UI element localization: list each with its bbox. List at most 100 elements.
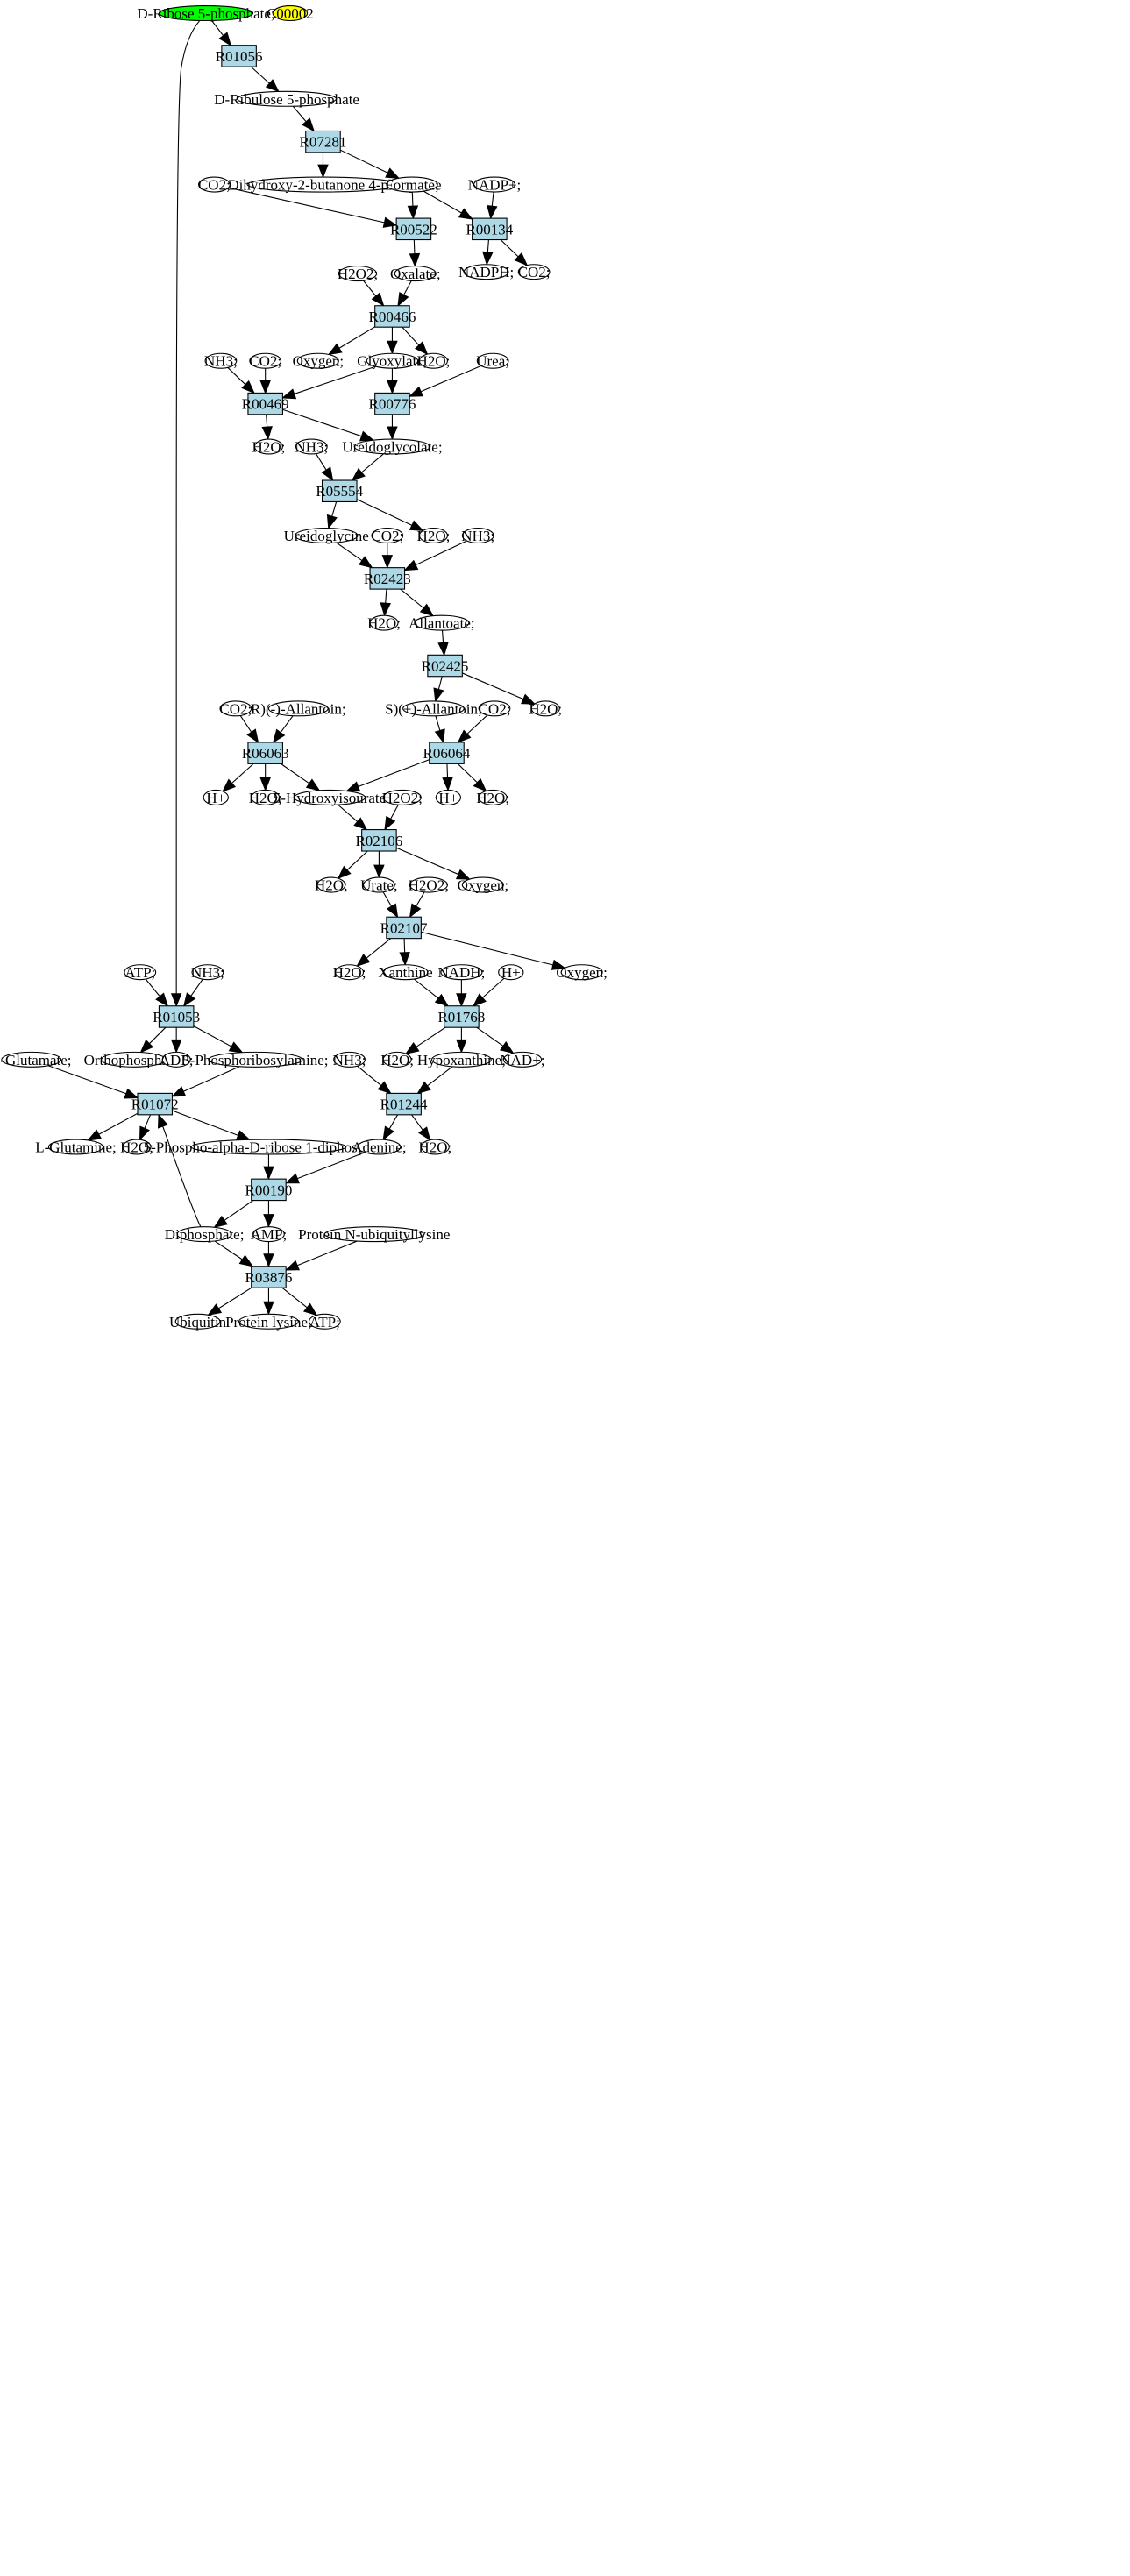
compound-node-c_urate[interactable]: Urate;	[360, 876, 398, 894]
reaction-box	[321, 479, 358, 503]
reaction-node-r_R07281[interactable]: R07281	[300, 130, 347, 153]
compound-node-c_atp_a[interactable]: ATP;	[124, 964, 157, 981]
compound-node-c_h2o2_a[interactable]: H2O2;	[338, 266, 378, 282]
compound-node-c_hplus_c[interactable]: H+	[498, 964, 524, 981]
compound-node-c_adenine[interactable]: Adenine;	[352, 1139, 407, 1155]
compound-node-c_5pra[interactable]: 5-Phosphoribosylamine;	[182, 1051, 329, 1068]
compound-node-c_co2_b[interactable]: CO2;	[518, 264, 551, 280]
compound-node-c_ureidoglycine[interactable]: Ureidoglycine	[284, 527, 369, 544]
reaction-node-r_R02425[interactable]: R02425	[422, 654, 469, 678]
compound-node-c_h2o_i[interactable]: H2O;	[333, 964, 366, 981]
compound-node-c_nadp[interactable]: NADP+;	[468, 176, 522, 194]
reaction-node-r_R01053[interactable]: R01053	[153, 1005, 200, 1028]
edge-c_urea-to-r_R00776	[420, 365, 482, 393]
reaction-node-r_R02106[interactable]: R02106	[355, 829, 402, 852]
compound-ellipse	[158, 5, 254, 22]
reaction-node-r_R01056[interactable]: R01056	[216, 45, 263, 67]
compound-node-c_h2o_d[interactable]: H2O;	[367, 614, 401, 632]
edge-r_R05554-to-c_ureidoglycine	[331, 501, 338, 517]
compound-node-c_s_allantoin[interactable]: S)(+)-Allantoin;	[385, 700, 482, 717]
compound-node-c_nadph[interactable]: NADPH;	[458, 264, 514, 280]
reaction-node-r_R00190[interactable]: R00190	[245, 1178, 293, 1202]
compound-node-c_protein_nubl[interactable]: Protein N-ubiquityllysine	[298, 1226, 450, 1243]
reaction-node-r_R03876[interactable]: R03876	[245, 1266, 293, 1288]
reaction-node-r_R01768[interactable]: R01768	[437, 1005, 485, 1028]
compound-node-c_r_allantoin[interactable]: R)(-)-Allantoin;	[251, 700, 346, 717]
compound-node-c_oxygen_c[interactable]: Oxygen;	[556, 964, 608, 981]
compound-node-c_h2o_c[interactable]: H2O;	[417, 527, 451, 544]
compound-ellipse	[382, 1051, 412, 1068]
compound-node-c_oxalate[interactable]: Oxalate;	[390, 266, 441, 282]
compound-node-c_co2_e[interactable]: CO2;	[219, 700, 252, 717]
compound-node-c_urea[interactable]: Urea;	[476, 352, 509, 370]
compound-node-c_allantoate[interactable]: Allantoate;	[409, 614, 475, 632]
compound-node-c_glyoxylate[interactable]: Glyoxylate;	[357, 352, 428, 370]
compound-node-c_nh3_d[interactable]: NH3;	[191, 964, 224, 981]
reaction-node-r_R00776[interactable]: R00776	[369, 392, 416, 415]
reaction-node-r_R06064[interactable]: R06064	[423, 742, 471, 764]
reaction-box	[158, 1005, 195, 1028]
compound-node-c_h2o_b[interactable]: H2O;	[252, 438, 286, 455]
compound-node-c_amp[interactable]: AMP;	[251, 1226, 288, 1243]
arrowhead-c_prpp-to-r_R00190	[263, 1166, 274, 1181]
compound-node-c_xanthine[interactable]: Xanthine	[378, 964, 433, 981]
compound-node-c_diphosphate[interactable]: Diphosphate;	[165, 1226, 245, 1243]
compound-node-c_co2_d[interactable]: CO2;	[371, 527, 403, 544]
compound-node-c_h2o_a[interactable]: H2O;	[417, 352, 451, 370]
compound-node-c_ureidoglycolate[interactable]: Ureidoglycolate;	[342, 438, 443, 455]
reaction-node-r_R05554[interactable]: R05554	[316, 479, 364, 503]
compound-node-c_co2_a[interactable]: CO2;	[198, 176, 231, 194]
compound-node-c_atp_b[interactable]: ATP;	[308, 1313, 341, 1331]
compound-node-c_h2o_e[interactable]: H2O;	[529, 700, 562, 717]
compound-node-c_h2o_g[interactable]: H2O;	[476, 789, 509, 806]
compound-node-c_nh3_a[interactable]: NH3;	[204, 352, 238, 370]
compound-node-c_ribulose5p[interactable]: D-Ribulose 5-phosphate	[214, 90, 359, 108]
reaction-node-r_R02423[interactable]: R02423	[364, 567, 411, 590]
reaction-node-r_R06063[interactable]: R06063	[242, 742, 289, 764]
compound-node-c_adp[interactable]: ADP;	[160, 1051, 194, 1068]
compound-node-c_lglutamine[interactable]: L-Glutamine;	[35, 1139, 117, 1155]
compound-node-c_h2o2_b[interactable]: H2O2;	[382, 789, 423, 806]
compound-node-c_oxygen_a[interactable]: Oxygen;	[293, 352, 345, 370]
compound-node-c_hplus_a[interactable]: H+	[203, 789, 229, 806]
compound-node-c_dhb4p[interactable]: 3,4-Dihydroxy-2-butanone 4-phosphate	[204, 176, 442, 194]
compound-ellipse	[316, 876, 346, 893]
edge-r_R00190-to-c_diphosphate	[224, 1200, 254, 1221]
compound-node-c_h2o2_c[interactable]: H2O2;	[409, 876, 449, 894]
reaction-node-r_R00522[interactable]: R00522	[390, 217, 437, 241]
compound-node-c_hypoxanthine[interactable]: Hypoxanthine;	[417, 1051, 506, 1068]
compound-node-c_ribose5p[interactable]: D-Ribose 5-phosphate;	[137, 5, 275, 22]
reaction-node-r_R01244[interactable]: R01244	[380, 1092, 428, 1116]
compound-node-c_nad[interactable]: NAD+;	[500, 1051, 545, 1068]
compound-node-c_hplus_b[interactable]: H+	[435, 789, 462, 806]
compound-node-c_orthophosphate[interactable]: Orthophosphate;	[84, 1051, 183, 1068]
compound-node-c_5hiu[interactable]: 5-Hydroxyisourate	[274, 789, 386, 806]
compound-node-c_nh3_e[interactable]: NH3;	[333, 1051, 366, 1068]
reaction-node-r_R02107[interactable]: R02107	[380, 916, 428, 940]
node-label: R02106	[355, 833, 402, 849]
compound-node-c_lglutamate[interactable]: L-Glutamate;	[0, 1051, 72, 1068]
arrowhead-c_h2o2_a-to-r_R00466	[371, 292, 385, 307]
reaction-node-r_R01072[interactable]: R01072	[131, 1092, 179, 1116]
compound-node-c_C00002[interactable]: C00002	[267, 5, 314, 22]
reaction-node-r_R00134[interactable]: R00134	[466, 217, 514, 241]
compound-node-c_protein_lys[interactable]: Protein lysine;	[225, 1313, 312, 1331]
edge-r_R02423-to-c_allantoate	[400, 588, 424, 609]
compound-node-c_h2o_f[interactable]: H2O;	[249, 789, 282, 806]
reaction-node-r_R00469[interactable]: R00469	[242, 392, 289, 415]
edge-c_ribulose5p-to-r_R07281	[292, 105, 307, 123]
compound-node-c_oxygen_b[interactable]: Oxygen;	[458, 876, 509, 894]
compound-node-c_co2_c[interactable]: CO2;	[249, 352, 281, 370]
compound-node-c_nh3_c[interactable]: NH3;	[461, 527, 494, 544]
compound-node-c_nadh[interactable]: NADH;	[437, 964, 485, 981]
compound-node-c_h2o_j[interactable]: H2O;	[380, 1051, 414, 1068]
compound-node-c_h2o_l[interactable]: H2O;	[418, 1139, 451, 1155]
compound-node-c_formate[interactable]: Formate;	[385, 176, 439, 194]
compound-node-c_nh3_b[interactable]: NH3;	[295, 438, 328, 455]
reaction-node-r_R00466[interactable]: R00466	[369, 305, 416, 328]
compound-node-c_ubiquitin[interactable]: Ubiquitin	[169, 1313, 227, 1331]
compound-node-c_co2_f[interactable]: CO2;	[479, 700, 511, 717]
compound-node-c_h2o_h[interactable]: H2O;	[315, 876, 348, 894]
compound-node-c_prpp[interactable]: 5-Phospho-alpha-D-ribose 1-diphosphate;	[144, 1139, 394, 1155]
compound-node-c_h2o_k[interactable]: H2O;	[120, 1139, 153, 1155]
